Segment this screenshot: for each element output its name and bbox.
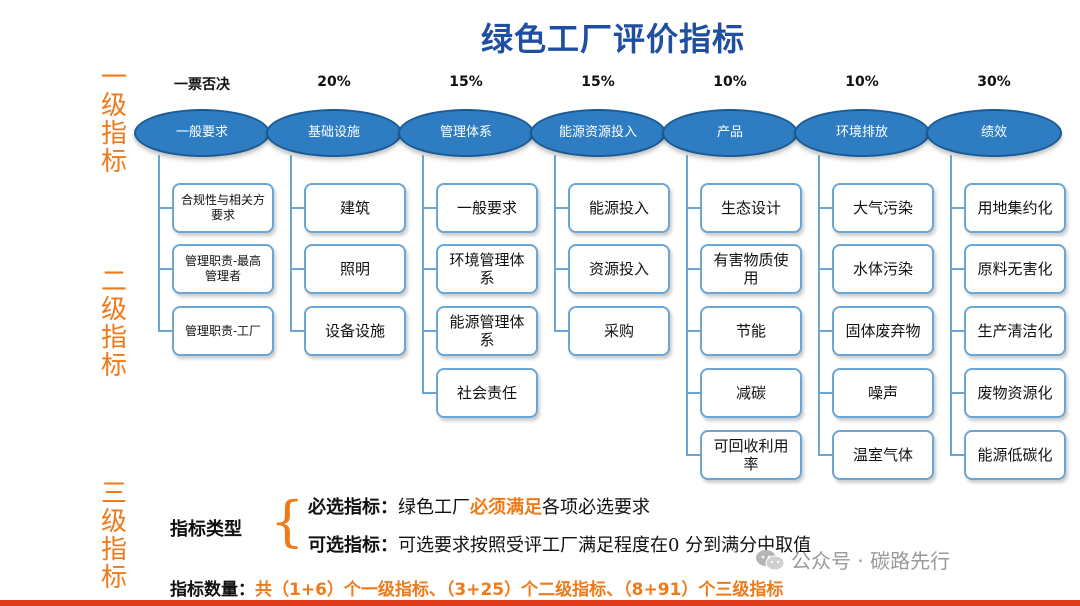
sub-indicator-box: 有害物质使用 [700, 244, 802, 294]
sub-indicator-box: 资源投入 [568, 244, 670, 294]
side-label-level1: 一级指标 [100, 63, 127, 177]
tree-connector-line [158, 155, 160, 331]
indicator-type-label: 指标类型 [170, 519, 242, 540]
category-weight: 10% [845, 74, 879, 90]
sub-indicator-box: 温室气体 [832, 430, 934, 480]
tree-connector-line [554, 155, 556, 331]
category-weight: 15% [449, 74, 483, 90]
indicator-count-label: 指标数量： [170, 580, 255, 600]
tree-branch-line [950, 454, 966, 456]
category-ellipse: 一般要求 [134, 109, 270, 157]
tree-connector-line [422, 155, 424, 393]
sub-indicator-box: 原料无害化 [964, 244, 1066, 294]
side-label-level3: 三级指标 [100, 479, 127, 593]
tree-branch-line [422, 268, 438, 270]
tree-branch-line [686, 454, 702, 456]
tree-branch-line [554, 330, 570, 332]
tree-branch-line [818, 454, 834, 456]
category-ellipse: 绩效 [926, 109, 1062, 157]
sub-indicator-box: 生态设计 [700, 183, 802, 233]
tree-branch-line [158, 268, 174, 270]
sub-indicator-box: 噪声 [832, 368, 934, 418]
required-highlight: 必须满足 [470, 497, 542, 518]
indicator-summary: 指标类型 { 必选指标：绿色工厂必须满足各项必选要求 可选指标：可选要求按照受评… [0, 485, 1080, 606]
tree-branch-line [554, 268, 570, 270]
tree-branch-line [950, 207, 966, 209]
tree-branch-line [290, 207, 306, 209]
sub-indicator-box: 能源投入 [568, 183, 670, 233]
category-ellipse: 基础设施 [266, 109, 402, 157]
sub-indicator-box: 节能 [700, 306, 802, 356]
category-ellipse: 能源资源投入 [530, 109, 666, 157]
category-weight: 10% [713, 74, 747, 90]
tree-branch-line [686, 207, 702, 209]
tree-branch-line [422, 330, 438, 332]
tree-branch-line [290, 268, 306, 270]
category-ellipse: 产品 [662, 109, 798, 157]
indicator-count-line: 指标数量：共（1+6）个一级指标、（3+25）个二级指标、（8+91）个三级指标 [170, 575, 783, 600]
tree-connector-line [818, 155, 820, 455]
indicator-count-value: 共（1+6）个一级指标、（3+25）个二级指标、（8+91）个三级指标 [255, 580, 784, 600]
tree-branch-line [158, 330, 174, 332]
sub-indicator-box: 固体废弃物 [832, 306, 934, 356]
category-weight: 20% [317, 74, 351, 90]
tree-branch-line [290, 330, 306, 332]
sub-indicator-box: 建筑 [304, 183, 406, 233]
tree-connector-line [290, 155, 292, 331]
side-label-level2: 二级指标 [100, 267, 127, 381]
tree-branch-line [686, 330, 702, 332]
sub-indicator-box: 能源管理体系 [436, 306, 538, 356]
sub-indicator-box: 水体污染 [832, 244, 934, 294]
sub-indicator-box: 管理职责-最高管理者 [172, 244, 274, 294]
category-ellipse: 环境排放 [794, 109, 930, 157]
tree-branch-line [686, 268, 702, 270]
bottom-accent-bar [0, 600, 1080, 606]
tree-branch-line [422, 392, 438, 394]
sub-indicator-box: 环境管理体系 [436, 244, 538, 294]
tree-branch-line [818, 392, 834, 394]
brace-icon: { [270, 490, 305, 553]
required-indicator-line: 必选指标：绿色工厂必须满足各项必选要求 [308, 497, 650, 518]
tree-branch-line [686, 392, 702, 394]
tree-branch-line [554, 207, 570, 209]
optional-indicator-line: 可选指标：可选要求按照受评工厂满足程度在0 分到满分中取值 [308, 535, 812, 556]
wechat-icon [756, 549, 785, 570]
watermark-text: 公众号 · 碳路先行 [791, 549, 951, 573]
category-weight: 30% [977, 74, 1011, 90]
category-ellipse: 管理体系 [398, 109, 534, 157]
optional-indicator-title: 可选指标： [308, 535, 398, 556]
sub-indicator-box: 废物资源化 [964, 368, 1066, 418]
tree-branch-line [422, 207, 438, 209]
required-indicator-title: 必选指标： [308, 497, 398, 518]
sub-indicator-box: 管理职责-工厂 [172, 306, 274, 356]
tree-branch-line [950, 392, 966, 394]
tree-branch-line [950, 268, 966, 270]
tree-branch-line [818, 207, 834, 209]
tree-connector-line [686, 155, 688, 455]
tree-branch-line [818, 268, 834, 270]
sub-indicator-box: 能源低碳化 [964, 430, 1066, 480]
sub-indicator-box: 生产清洁化 [964, 306, 1066, 356]
sub-indicator-box: 合规性与相关方要求 [172, 183, 274, 233]
tree-branch-line [818, 330, 834, 332]
category-weight: 15% [581, 74, 615, 90]
watermark: 公众号 · 碳路先行 [755, 545, 950, 574]
category-weight: 一票否决 [174, 77, 230, 93]
sub-indicator-box: 减碳 [700, 368, 802, 418]
page-title: 绿色工厂评价指标 [480, 20, 745, 58]
sub-indicator-box: 可回收利用率 [700, 430, 802, 480]
sub-indicator-box: 照明 [304, 244, 406, 294]
sub-indicator-box: 采购 [568, 306, 670, 356]
sub-indicator-box: 用地集约化 [964, 183, 1066, 233]
sub-indicator-box: 一般要求 [436, 183, 538, 233]
sub-indicator-box: 设备设施 [304, 306, 406, 356]
tree-connector-line [950, 155, 952, 455]
tree-branch-line [950, 330, 966, 332]
sub-indicator-box: 大气污染 [832, 183, 934, 233]
sub-indicator-box: 社会责任 [436, 368, 538, 418]
tree-branch-line [158, 207, 174, 209]
